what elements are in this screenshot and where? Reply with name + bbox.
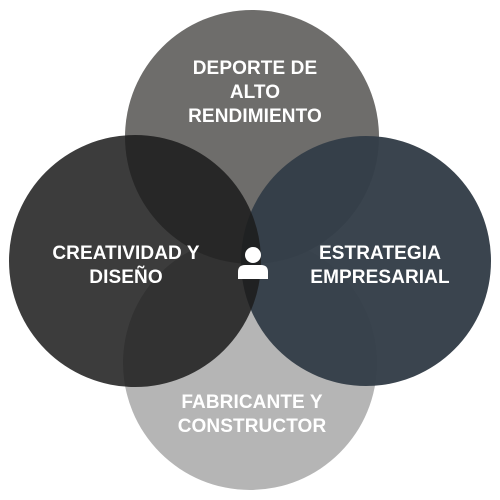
label-line: ESTRATEGIA [318,243,442,264]
label-line: RENDIMIENTO [188,106,322,127]
label-fabricante-constructor: FABRICANTE Y CONSTRUCTOR [150,391,354,439]
person-icon [238,247,268,279]
label-line: CREATIVIDAD Y [52,243,200,264]
circle-right [241,136,491,386]
label-deporte-alto-rendimiento: DEPORTE DE ALTO RENDIMIENTO [155,57,355,129]
label-estrategia-empresarial: ESTRATEGIA EMPRESARIAL [280,242,480,290]
label-line: CONSTRUCTOR [177,416,327,437]
label-line: DEPORTE DE [192,58,318,79]
label-line: FABRICANTE Y [181,392,323,413]
label-creatividad-diseno: CREATIVIDAD Y DISEÑO [26,242,226,290]
circle-left [9,135,261,387]
label-line: ALTO [229,82,281,103]
label-line: DISEÑO [89,267,163,288]
label-line: EMPRESARIAL [310,267,450,288]
